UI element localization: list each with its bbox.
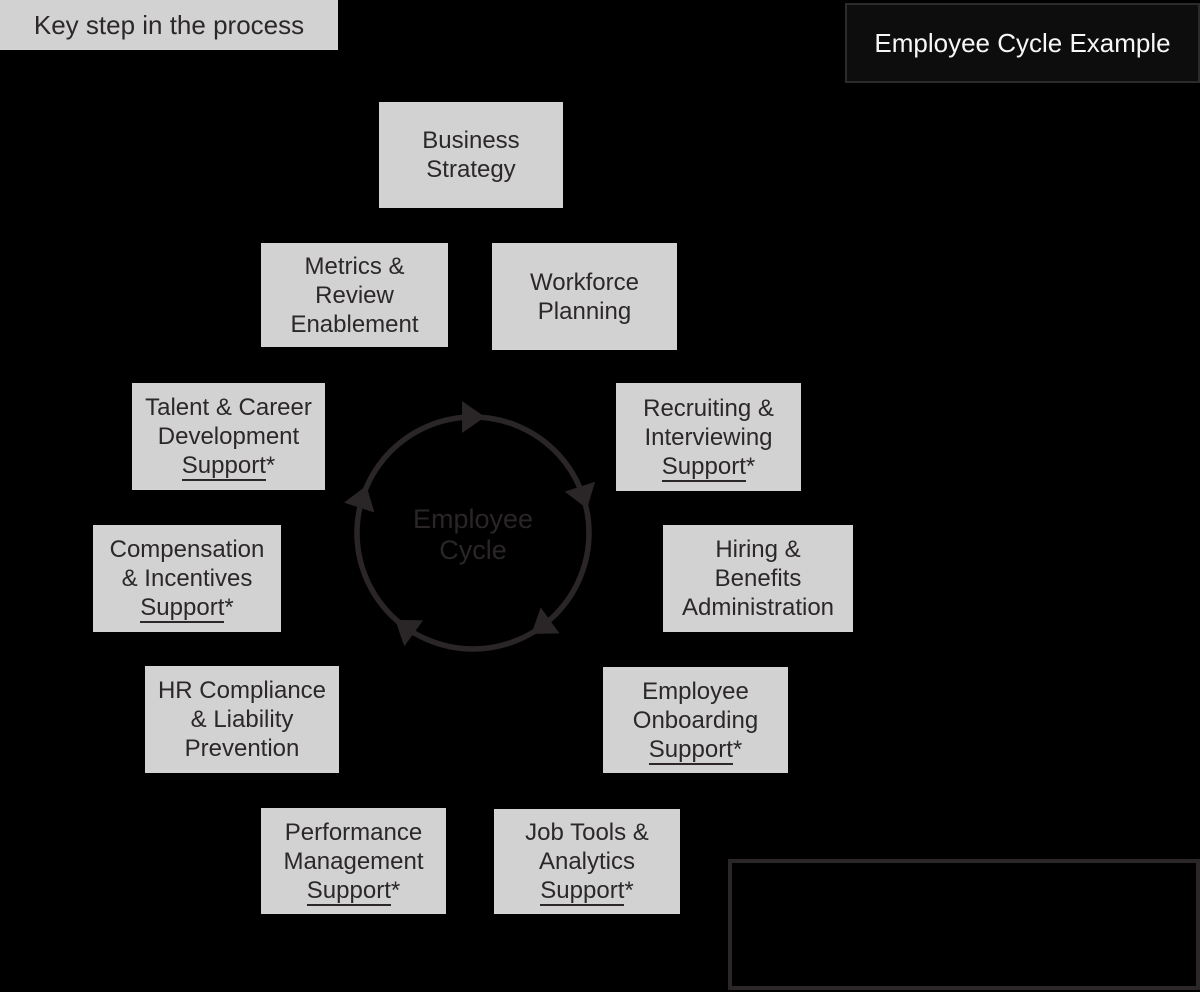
box-line: Employee (642, 677, 749, 705)
box-line: Business (422, 127, 520, 154)
diagram-title-plate: Employee Cycle Example (845, 3, 1200, 83)
box-line: Compensation (109, 536, 265, 563)
support-underlined: Support (306, 876, 391, 906)
box-hr-compliance-liability-prevention: HR Compliance & Liability Prevention (145, 666, 339, 773)
box-line: Enablement (290, 310, 419, 338)
box-line-support: Support* (306, 876, 401, 906)
box-line: Workforce (530, 268, 639, 296)
footnote-outline-box (728, 859, 1200, 990)
box-metrics-review-enablement: Metrics & Review Enablement (261, 243, 448, 347)
box-line-support: Support* (540, 876, 634, 906)
box-line: Administration (681, 594, 835, 621)
box-compensation-incentives-support: Compensation & Incentives Support* (93, 525, 281, 632)
box-line-support: Support* (181, 451, 276, 481)
support-underlined: Support (648, 735, 733, 765)
box-line-support: Support* (140, 593, 234, 623)
box-line: Strategy (426, 156, 516, 183)
box-line: Hiring & (715, 536, 801, 563)
support-underlined: Support (140, 594, 225, 623)
box-line-support: Support* (648, 735, 743, 765)
box-line: Benefits (714, 565, 802, 592)
box-line: Onboarding (632, 706, 759, 734)
box-hiring-benefits-administration: Hiring & Benefits Administration (663, 525, 853, 632)
box-line: Analytics (538, 848, 636, 875)
box-performance-management-support: Performance Management Support* (261, 808, 446, 914)
support-asterisk: * (390, 876, 401, 904)
box-line: Recruiting & (643, 394, 774, 422)
support-underlined: Support (540, 877, 625, 906)
box-line: Talent & Career (145, 394, 312, 421)
box-line-support: Support* (661, 452, 756, 482)
support-asterisk: * (624, 877, 634, 904)
box-employee-onboarding-support: Employee Onboarding Support* (603, 667, 788, 773)
support-underlined: Support (661, 452, 746, 482)
cycle-center-label: Employee Cycle (323, 504, 623, 566)
box-line: & Incentives (121, 565, 253, 592)
box-line: Review (315, 281, 394, 309)
support-asterisk: * (265, 452, 276, 479)
box-line: Management (283, 847, 424, 875)
cycle-arrows-icon (344, 401, 596, 652)
box-line: Performance (284, 818, 423, 846)
box-line: Metrics & (304, 252, 405, 280)
box-line: & Liability (190, 706, 294, 733)
box-recruiting-interviewing-support: Recruiting & Interviewing Support* (616, 383, 801, 491)
box-line: HR Compliance (157, 677, 327, 704)
key-step-legend-label: Key step in the process (33, 9, 305, 40)
box-business-strategy: Business Strategy (379, 102, 563, 208)
diagram-title: Employee Cycle Example (874, 27, 1171, 58)
support-asterisk: * (732, 735, 743, 763)
box-workforce-planning: Workforce Planning (492, 243, 677, 350)
support-asterisk: * (745, 452, 756, 480)
box-line: Development (157, 423, 300, 450)
key-step-legend: Key step in the process (0, 0, 338, 50)
cycle-center-label-line2: Cycle (439, 535, 507, 565)
cycle-center-label-line1: Employee (412, 504, 534, 534)
support-underlined: Support (181, 452, 266, 481)
box-line: Planning (537, 297, 632, 325)
support-asterisk: * (224, 594, 234, 621)
box-job-tools-analytics-support: Job Tools & Analytics Support* (494, 809, 680, 914)
box-talent-career-development-support: Talent & Career Development Support* (132, 383, 325, 490)
box-line: Prevention (184, 735, 300, 762)
box-line: Interviewing (644, 423, 773, 451)
box-line: Job Tools & (525, 819, 649, 846)
